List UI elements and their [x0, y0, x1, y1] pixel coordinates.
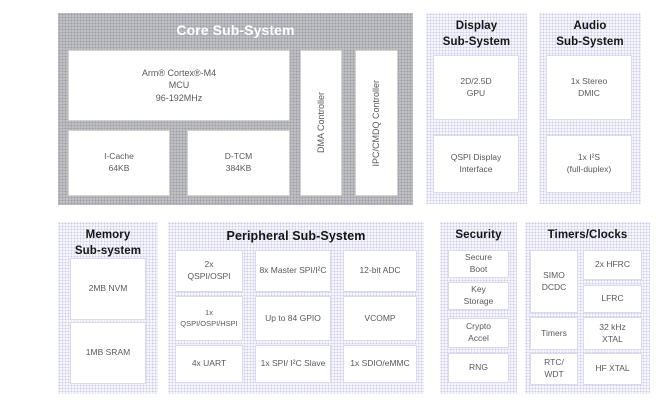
- spi-i2c-slave-block: 1x SPI/ I²C Slave: [255, 345, 331, 383]
- uart-block: 4x UART: [175, 345, 243, 383]
- dtcm-block: D-TCM 384KB: [187, 130, 290, 196]
- security-title: Security: [455, 229, 502, 241]
- ipc-cmdq-controller-block: IPC/CMDQ Controller: [355, 50, 398, 196]
- core-subsystem-panel: Core Sub-System Arm® Cortex®-M4 MCU 96-1…: [58, 13, 413, 205]
- display-subsystem-panel: Display Sub-System 2D/2.5D GPU QSPI Disp…: [426, 13, 527, 204]
- sdio-emmc-block: 1x SDIO/eMMC: [343, 345, 417, 383]
- secure-boot-block: Secure Boot: [448, 250, 509, 278]
- memory-subsystem-title: Memory Sub-system: [74, 229, 142, 257]
- audio-subsystem-panel: Audio Sub-System 1x Stereo DMIC 1x I²S (…: [539, 13, 641, 204]
- core-subsystem-title: Core Sub-System: [176, 22, 295, 38]
- peripheral-grid: 2x QSPI/OSPI 8x Master SPI/I²C 12-bit AD…: [175, 250, 417, 383]
- rng-block: RNG: [448, 353, 509, 383]
- rtc-wdt-block: RTC/ WDT: [530, 353, 578, 385]
- mcu-block: Arm® Cortex®-M4 MCU 96-192MHz: [68, 50, 290, 121]
- memory-subsystem-panel: Memory Sub-system 2MB NVM 1MB SRAM: [58, 222, 158, 394]
- security-panel: Security Secure Boot Key Storage Crypto …: [440, 222, 517, 394]
- i2s-block: 1x I²S (full-duplex): [546, 135, 632, 193]
- qspi-ospi-hspi-block: 1x QSPI/OSPI/HSPI: [175, 296, 243, 341]
- simo-dcdc-block: SIMO DCDC: [530, 250, 578, 313]
- stereo-dmic-block: 1x Stereo DMIC: [546, 55, 632, 120]
- hfrc-block: 2x HFRC: [583, 250, 642, 280]
- gpio-block: Up to 84 GPIO: [255, 296, 331, 341]
- sram-block: 1MB SRAM: [70, 322, 146, 384]
- dma-controller-label: DMA Controller: [315, 92, 326, 154]
- peripheral-subsystem-title: Peripheral Sub-System: [226, 229, 366, 243]
- qspi-display-interface-block: QSPI Display Interface: [433, 135, 519, 193]
- timers-block: Timers: [530, 317, 578, 350]
- display-subsystem-title: Display Sub-System: [442, 20, 511, 48]
- ipc-cmdq-controller-label: IPC/CMDQ Controller: [371, 79, 382, 167]
- dma-controller-block: DMA Controller: [300, 50, 342, 196]
- key-storage-block: Key Storage: [448, 282, 509, 310]
- hf-xtal-block: HF XTAL: [583, 353, 642, 385]
- xtal-32khz-block: 32 kHz XTAL: [583, 317, 642, 350]
- master-spi-i2c-block: 8x Master SPI/I²C: [255, 250, 331, 292]
- qspi-ospi-block: 2x QSPI/OSPI: [175, 250, 243, 292]
- peripheral-subsystem-panel: Peripheral Sub-System 2x QSPI/OSPI 8x Ma…: [168, 222, 424, 394]
- icache-block: I-Cache 64KB: [68, 130, 170, 196]
- lfrc-block: LFRC: [583, 285, 642, 313]
- nvm-block: 2MB NVM: [70, 258, 146, 320]
- timers-clocks-panel: Timers/Clocks SIMO DCDC 2x HFRC LFRC Tim…: [525, 222, 650, 394]
- crypto-accel-block: Crypto Accel: [448, 318, 509, 348]
- audio-subsystem-title: Audio Sub-System: [556, 20, 624, 48]
- timers-clocks-title: Timers/Clocks: [547, 229, 628, 241]
- gpu-block: 2D/2.5D GPU: [433, 55, 519, 120]
- adc-block: 12-bit ADC: [343, 250, 417, 292]
- vcomp-block: VCOMP: [343, 296, 417, 341]
